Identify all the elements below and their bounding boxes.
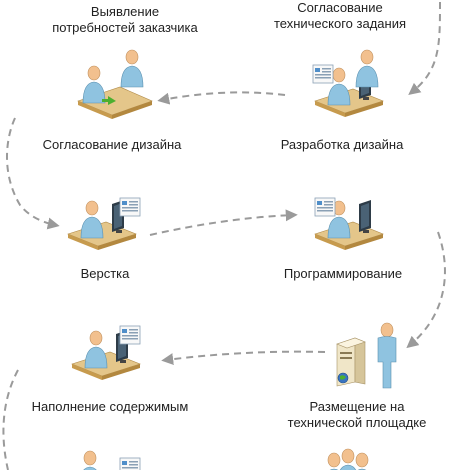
- next-step-left-partial: [78, 450, 141, 470]
- step-label-needs: Выявление потребностей заказчика: [52, 4, 198, 35]
- step-label-markup: Верстка: [80, 266, 130, 281]
- next-step-right-partial: [322, 448, 374, 470]
- step-label-programming: Программирование: [283, 266, 403, 281]
- step-label-hosting: Размещение на технической площадке: [287, 399, 427, 430]
- step-6-illustration: [314, 197, 383, 250]
- step-5-illustration: [68, 197, 141, 250]
- flow-arrow-s3-s5: [6, 117, 60, 230]
- step-label-design-development: Разработка дизайна: [280, 137, 404, 152]
- flow-arrow-s6-s8: [406, 231, 446, 349]
- flow-arrow-s2-s4: [408, 1, 441, 95]
- step-1-illustration: [77, 49, 153, 119]
- flow-arrow-s8-s7: [161, 350, 326, 366]
- flow-arrow-s5-s6: [149, 209, 298, 236]
- flow-arrow-s7-next: [2, 369, 19, 470]
- step-8-illustration: [336, 322, 397, 389]
- step-label-content: Наполнение содержимым: [31, 399, 189, 414]
- flow-arrow-s4-s3: [157, 91, 286, 105]
- step-4-illustration: [312, 49, 383, 117]
- step-label-design-approval: Согласование дизайна: [42, 137, 182, 152]
- step-label-spec-approval: Согласование технического задания: [273, 0, 407, 31]
- step-7-illustration: [72, 325, 141, 380]
